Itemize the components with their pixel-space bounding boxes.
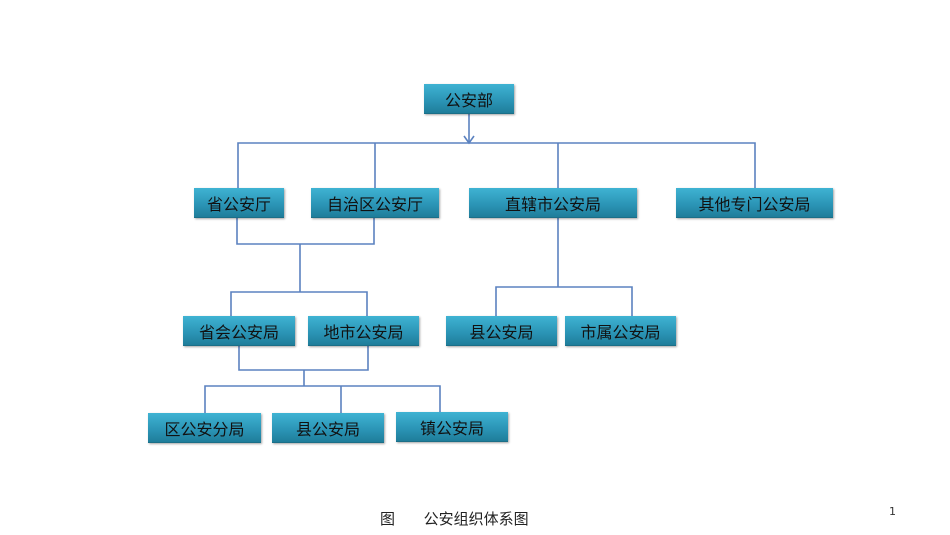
figure-caption: 图 公安组织体系图	[380, 508, 529, 529]
node-city-bureau: 地市公安局	[308, 316, 419, 346]
caption-label: 图	[380, 510, 396, 528]
node-municipal-bureau: 直辖市公安局	[469, 188, 637, 218]
node-autonomous-dept: 自治区公安厅	[311, 188, 439, 218]
node-city-affiliated-bureau: 市属公安局	[565, 316, 676, 346]
node-county-bureau: 县公安局	[446, 316, 557, 346]
page-number: 1	[889, 505, 896, 518]
node-special-bureau: 其他专门公安局	[676, 188, 833, 218]
node-ministry: 公安部	[424, 84, 514, 114]
node-town-bureau: 镇公安局	[396, 412, 508, 442]
node-district-branch: 区公安分局	[148, 413, 261, 443]
node-capital-bureau: 省会公安局	[183, 316, 295, 346]
node-county-bureau-2: 县公安局	[272, 413, 384, 443]
caption-title: 公安组织体系图	[423, 510, 529, 528]
node-provincial-dept: 省公安厅	[194, 188, 284, 218]
